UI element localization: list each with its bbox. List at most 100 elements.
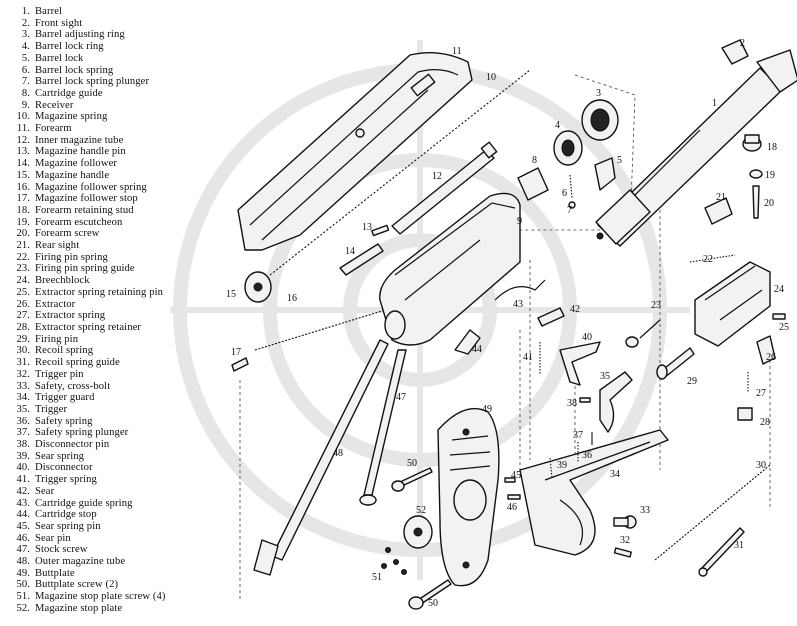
- callout-24: 24: [774, 284, 784, 295]
- legend-item-number: 23.: [16, 263, 30, 275]
- callout-21: 21: [716, 192, 726, 203]
- safety-cross-bolt-part: [613, 515, 637, 529]
- legend-item-number: 2.: [21, 17, 30, 29]
- legend-item-label: Cartridge stop: [35, 509, 97, 521]
- legend-item-label: Sear spring pin: [35, 520, 101, 532]
- extractor-spring-retaining-pin-part: [772, 313, 786, 320]
- legend-item-label: Extractor spring retaining pin: [35, 286, 164, 298]
- legend-item-number: 3.: [21, 29, 30, 41]
- legend-item-number: 51.: [16, 591, 30, 603]
- legend-item: 39.Sear spring: [6, 451, 226, 463]
- legend-item-number: 35.: [16, 403, 30, 415]
- legend-item-label: Disconnector pin: [35, 439, 110, 451]
- legend-item-number: 20.: [16, 228, 30, 240]
- legend-item-number: 42.: [16, 485, 30, 497]
- legend-item-label: Forearm escutcheon: [35, 216, 123, 228]
- legend-item: 46.Sear pin: [6, 533, 226, 545]
- legend-item-label: Magazine spring: [35, 111, 108, 123]
- callout-41: 41: [523, 352, 533, 363]
- callout-45: 45: [511, 470, 521, 481]
- cartridge-guide-part: [517, 167, 549, 201]
- cartridge-guide-spring-part: [494, 279, 546, 301]
- legend-item: 2. Front sight: [6, 18, 226, 30]
- legend-item-number: 17.: [16, 193, 30, 205]
- callout-17: 17: [231, 347, 241, 358]
- extractor-spring-retainer-part: [737, 407, 753, 421]
- legend-item-label: Firing pin spring guide: [35, 263, 135, 275]
- legend-item-number: 30.: [16, 345, 30, 357]
- legend-item-label: Forearm retaining stud: [35, 204, 134, 216]
- callout-15: 15: [226, 289, 236, 300]
- legend-item-number: 1.: [21, 6, 30, 17]
- callout-2: 2: [740, 38, 745, 49]
- callout-52: 52: [416, 505, 426, 516]
- legend-item-number: 43.: [16, 497, 30, 509]
- sear-spring-pin-part: [504, 477, 516, 483]
- legend-item-label: Firing pin spring: [35, 251, 108, 263]
- legend-item-number: 11.: [16, 123, 30, 135]
- legend-item-label: Magazine follower: [35, 158, 118, 170]
- callout-44: 44: [472, 344, 482, 355]
- callout-33: 33: [640, 505, 650, 516]
- legend-item-number: 7.: [21, 76, 30, 88]
- sear-spring-part: [549, 457, 553, 479]
- legend-item-number: 24.: [16, 275, 30, 287]
- callout-12: 12: [432, 171, 442, 182]
- buttplate-screw-upper-part: [391, 467, 433, 492]
- legend-item-label: Forearm screw: [35, 228, 100, 240]
- legend-item-label: Barrel lock ring: [35, 41, 104, 53]
- magazine-stop-plate-part: [403, 515, 433, 549]
- legend-item: 26.Extractor: [6, 299, 226, 311]
- legend-item-label: Front sight: [35, 17, 83, 29]
- legend-item: 30. Recoil spring: [6, 345, 226, 357]
- magazine-follower-part: [339, 243, 384, 276]
- legend-item: 25.Extractor spring retaining pin: [6, 287, 226, 299]
- buttplate-part: [437, 407, 500, 587]
- callout-11: 11: [452, 46, 462, 57]
- legend-item: 38.Disconnector pin: [6, 439, 226, 451]
- barrel-lock-spring-plunger-part: [568, 201, 576, 209]
- buttplate-screw-lower-part: [408, 579, 452, 610]
- legend-item-label: Magazine handle: [35, 169, 110, 181]
- legend-item-label: Rear sight: [35, 240, 80, 252]
- legend-item-number: 27.: [16, 310, 30, 322]
- legend-item-label: Extractor spring retainer: [35, 321, 142, 333]
- legend-item-label: Extractor spring: [35, 310, 106, 322]
- legend-item-number: 47.: [16, 544, 30, 556]
- legend-item-number: 48.: [16, 556, 30, 568]
- sear-pin-part: [507, 494, 521, 500]
- legend-item: 23. Firing pin spring guide: [6, 263, 226, 275]
- disconnector-part: [559, 341, 601, 386]
- legend-item-label: Recoil spring: [35, 345, 94, 357]
- legend-item-number: 18.: [16, 204, 30, 216]
- callout-16: 16: [287, 293, 297, 304]
- callout-10: 10: [486, 72, 496, 83]
- callout-27: 27: [756, 388, 766, 399]
- legend-item-label: Sear spring: [35, 450, 85, 462]
- callout-47: 47: [396, 392, 406, 403]
- legend-item: 5.Barrel lock: [6, 53, 226, 65]
- legend-item: 20. Forearm screw: [6, 228, 226, 240]
- callout-19: 19: [765, 170, 775, 181]
- legend-item: 37.Safety spring plunger: [6, 427, 226, 439]
- legend-item: 32.Trigger pin: [6, 369, 226, 381]
- recoil-spring-part: [654, 464, 771, 561]
- legend-item-number: 41.: [16, 474, 30, 486]
- legend-item-label: Magazine handle pin: [35, 146, 126, 158]
- legend-item-label: Sear: [35, 485, 55, 497]
- legend-item-label: Outer magazine tube: [35, 556, 126, 568]
- legend-item-number: 16.: [16, 181, 30, 193]
- legend-item-number: 10.: [16, 111, 30, 123]
- legend-item: 8.Cartridge guide: [6, 88, 226, 100]
- callout-20: 20: [764, 198, 774, 209]
- magazine-spring-part: [269, 69, 531, 276]
- legend-item: 13.Magazine handle pin: [6, 146, 226, 158]
- barrel-adjusting-ring-part: [581, 99, 619, 141]
- legend-item-number: 28.: [16, 321, 30, 333]
- callout-3: 3: [596, 88, 601, 99]
- legend-item: 52.Magazine stop plate: [6, 603, 226, 615]
- legend-item: 4.Barrel lock ring: [6, 41, 226, 53]
- callout-34: 34: [610, 469, 620, 480]
- legend-item-label: Trigger pin: [35, 368, 84, 380]
- legend-item: 31.Recoil spring guide: [6, 357, 226, 369]
